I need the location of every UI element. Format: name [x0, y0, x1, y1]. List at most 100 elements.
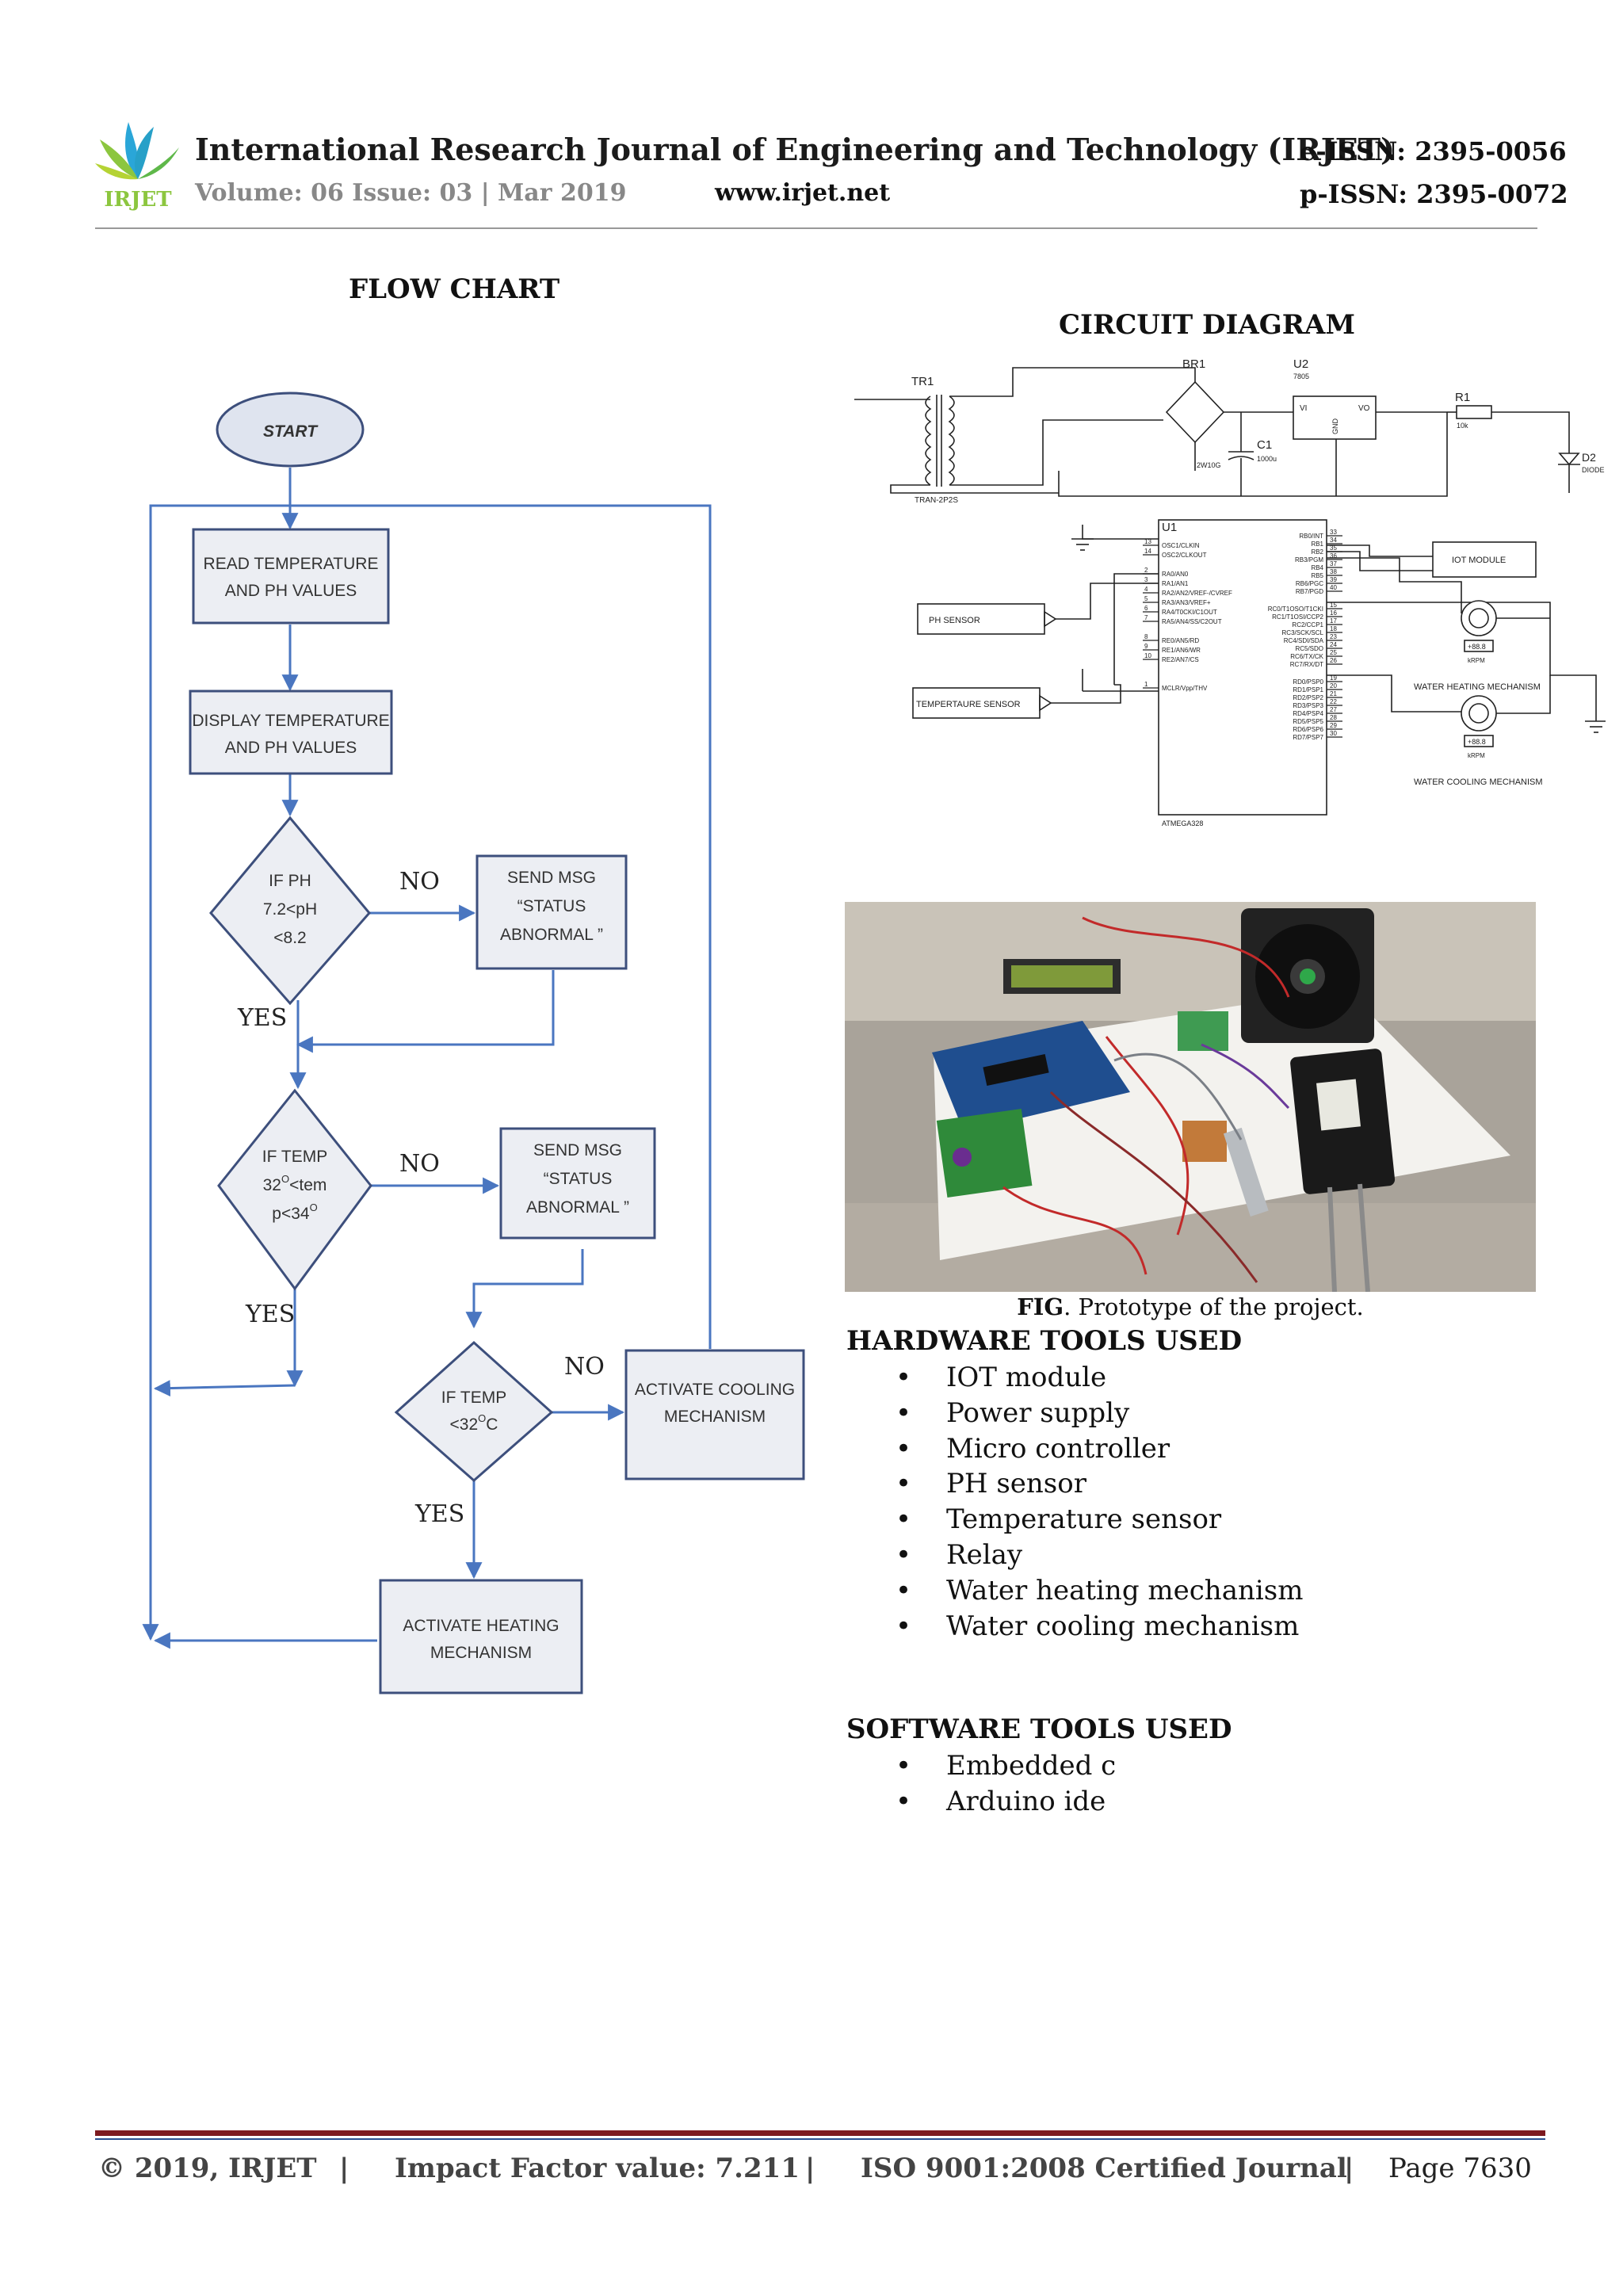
mcu-pin-number: 28 [1330, 714, 1337, 721]
footer-iso: ISO 9001:2008 Certified Journal [861, 2153, 1347, 2184]
mcu-pin-number: 1 [1144, 681, 1148, 688]
bullet: • [896, 1432, 912, 1465]
ph-line-2: 7.2<pH [263, 900, 317, 919]
display-line-2: AND PH VALUES [225, 739, 357, 757]
mcu-pin-number: 34 [1330, 537, 1337, 544]
msg1-line-3: ABNORMAL ” [500, 926, 603, 944]
heating-line-1: ACTIVATE HEATING [403, 1617, 559, 1635]
bullet: • [896, 1468, 912, 1500]
bullet: • [896, 1574, 912, 1606]
d2-part: DIODE [1582, 466, 1605, 474]
mcu-pin-name: RB1 [1311, 541, 1323, 548]
start-node: START [216, 392, 365, 468]
ph-sensor-probe [1290, 1049, 1396, 1292]
sensor-board [1182, 1121, 1227, 1162]
bullet: • [896, 1785, 912, 1817]
tr1-part-label: TRAN-2P2S [915, 496, 958, 505]
mcu-pin-number: 26 [1330, 657, 1337, 664]
cooling-line-2: MECHANISM [664, 1408, 766, 1426]
mcu-pin-name: OSC2/CLKOUT [1162, 552, 1207, 559]
e-issn: e-ISSN: 2395-0056 [1300, 136, 1567, 166]
bullet: • [896, 1396, 912, 1429]
mcu-pin-name: RA0/AN0 [1162, 571, 1189, 578]
mcu-pin-name: RC3/SCK/SCL [1282, 629, 1324, 636]
list-item: •Arduino ide [846, 1784, 1116, 1820]
irjet-logo: IRJET [95, 122, 179, 212]
r1-value: 10k [1457, 422, 1468, 430]
u1-part: ATMEGA328 [1162, 819, 1203, 827]
mcu-pin-number: 36 [1330, 552, 1337, 560]
mcu-pin-number: 23 [1330, 633, 1337, 640]
list-item: • Power supply [846, 1396, 1303, 1431]
mcu-pin-number: 33 [1330, 529, 1337, 536]
mcu-pin-name: RD4/PSP4 [1293, 710, 1323, 717]
wires [1002, 916, 1290, 1283]
mcu-pin-name: RB4 [1311, 564, 1323, 571]
flow-chart-title: FLOW CHART [349, 273, 560, 305]
prototype-photo [845, 902, 1536, 1292]
mcu-pin-number: 20 [1330, 682, 1337, 690]
figure-caption-label: FIG [1017, 1293, 1064, 1320]
temp-sensor-label: TEMPERTAURE SENSOR [916, 700, 1021, 709]
bridge-part: 2W10G [1197, 461, 1221, 469]
mcu-pin-name: MCLR/Vpp/THV [1162, 685, 1208, 692]
hardware-list: •IOT module •Power supply •Micro control… [846, 1360, 1303, 1644]
ph-line-3: <8.2 [273, 929, 306, 947]
cooling-fan-icon [1241, 908, 1374, 1043]
tr1-label: TR1 [911, 375, 934, 388]
mcu-pin-name: RC5/SDO [1295, 645, 1323, 652]
mcu-pin-name: RB3/PGM [1295, 556, 1323, 563]
ph-sensor-label: PH SENSOR [929, 616, 980, 625]
mcu-pin-number: 17 [1330, 617, 1337, 625]
mcu-pin-number: 22 [1330, 698, 1337, 705]
c1-label: C1 [1257, 438, 1272, 452]
temp-low-line-1: IF TEMP [441, 1389, 506, 1407]
cooling-line-1: ACTIVATE COOLING [635, 1381, 795, 1399]
footer-copyright: © 2019, IRJET [98, 2153, 317, 2184]
cooling-label: WATER COOLING MECHANISM [1414, 777, 1543, 787]
mcu-pin-number: 7 [1144, 614, 1148, 621]
heating-label: WATER HEATING MECHANISM [1414, 682, 1541, 692]
flow-connectors [142, 468, 712, 1649]
regulator-vi: VI [1300, 404, 1307, 413]
mcu-pin-name: RD5/PSP5 [1293, 718, 1323, 725]
list-item-text: Embedded c [946, 1750, 1117, 1782]
display-line-1: DISPLAY TEMPERATURE [192, 712, 389, 730]
mcu-pin-name: RE0/AN5/RD [1162, 637, 1199, 644]
mcu-pin-number: 18 [1330, 625, 1337, 632]
temp-line-2: 32O<tem [263, 1173, 327, 1194]
motor-unit-2: kRPM [1468, 752, 1485, 759]
mcu-pin-number: 15 [1330, 602, 1337, 609]
mcu-pin-number: 8 [1144, 633, 1148, 640]
yes-label-3: YES [414, 1500, 464, 1528]
mcu-pin-number: 21 [1330, 690, 1337, 697]
list-item-text: Power supply [946, 1396, 1130, 1429]
website-link[interactable]: www.irjet.net [715, 179, 891, 207]
ph-decision: IF PH 7.2<pH <8.2 [209, 816, 371, 1006]
footer-rule [95, 2130, 1545, 2136]
mcu-pin-name: RC6/TX/CK [1290, 653, 1323, 660]
list-item: •Water heating mechanism [846, 1573, 1303, 1609]
temp-line-1: IF TEMP [262, 1148, 327, 1166]
footer-separator: | [339, 2153, 349, 2184]
mcu-pin-number: 29 [1330, 722, 1337, 729]
mcu-pin-number: 37 [1330, 560, 1337, 567]
